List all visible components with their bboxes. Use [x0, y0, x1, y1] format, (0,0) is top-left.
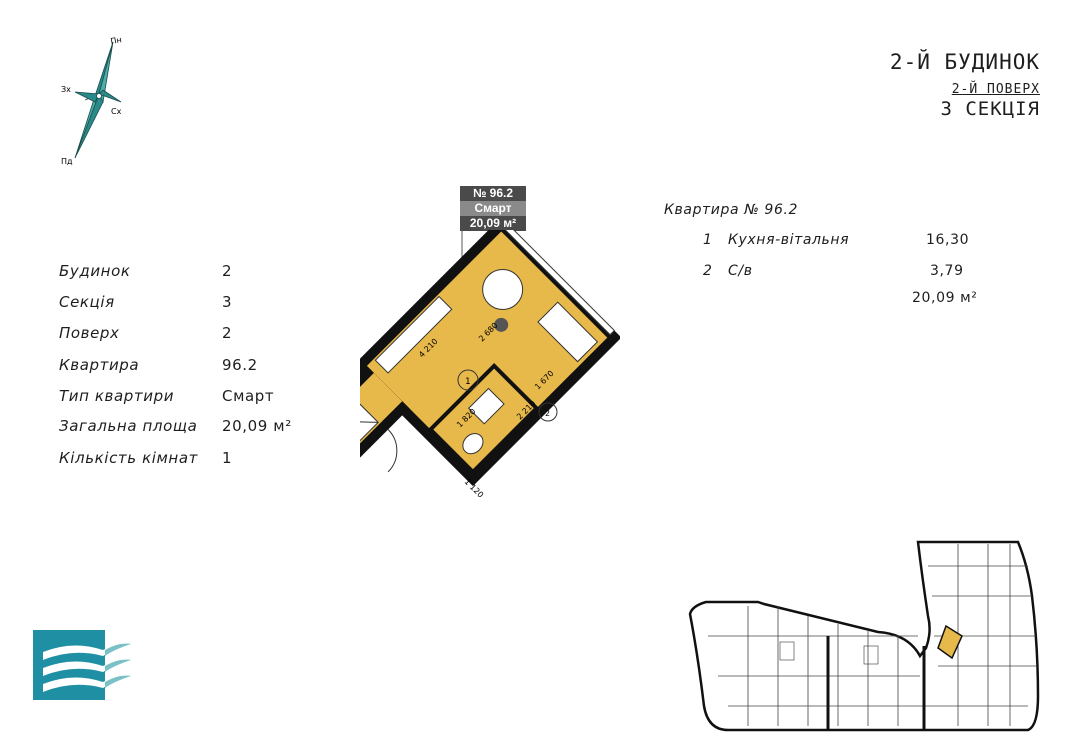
compass-rose-icon: Пн Пд Зх Сх — [61, 35, 123, 166]
building-title: 2-Й БУДИНОК — [889, 50, 1040, 74]
info-label-section: Секція — [59, 293, 115, 311]
info-value-type: Смарт — [222, 387, 275, 405]
info-value-section: 3 — [222, 293, 233, 311]
room-1-name: Кухня-вітальня — [728, 232, 850, 248]
info-label-floor: Поверх — [59, 324, 120, 342]
apartment-tag-number: № 96.2 — [460, 186, 526, 201]
room-2-number: 2 — [703, 263, 713, 279]
apartment-title: Квартира № 96.2 — [664, 202, 799, 218]
info-label-area: Загальна площа — [59, 417, 198, 435]
compass-south: Пд — [61, 157, 73, 166]
plan-room-1-label: 1 — [465, 377, 471, 387]
section-subtitle: 3 СЕКЦІЯ — [940, 98, 1040, 120]
plan-room-2-label: 2 — [545, 409, 550, 418]
info-value-building: 2 — [222, 262, 233, 280]
apartment-tag-area: 20,09 м² — [460, 216, 526, 231]
total-area: 20,09 м² — [912, 290, 978, 306]
room-2-area: 3,79 — [930, 263, 964, 279]
room-2-name: С/в — [728, 263, 753, 279]
info-value-floor: 2 — [222, 324, 233, 342]
info-label-type: Тип квартири — [59, 387, 175, 405]
building-key-plan — [688, 540, 1040, 732]
room-1-number: 1 — [703, 232, 713, 248]
room-1-area: 16,30 — [926, 232, 970, 248]
apartment-floor-plan: 1 2 2 680 4 210 1 670 2 210 1 820 1 120 — [360, 230, 620, 500]
compass-west: Зх — [61, 85, 71, 94]
compass-east: Сх — [111, 107, 122, 116]
info-value-rooms: 1 — [222, 449, 233, 467]
info-value-apartment: 96.2 — [222, 356, 258, 374]
info-value-area: 20,09 м² — [222, 417, 292, 435]
info-label-building: Будинок — [59, 262, 131, 280]
brand-logo-icon — [33, 630, 131, 700]
floor-subtitle: 2-Й ПОВЕРХ — [951, 82, 1040, 97]
compass-north: Пн — [110, 35, 123, 46]
apartment-tag-type: Смарт — [460, 201, 526, 216]
info-label-apartment: Квартира — [59, 356, 140, 374]
info-label-rooms: Кількість кімнат — [59, 449, 198, 467]
